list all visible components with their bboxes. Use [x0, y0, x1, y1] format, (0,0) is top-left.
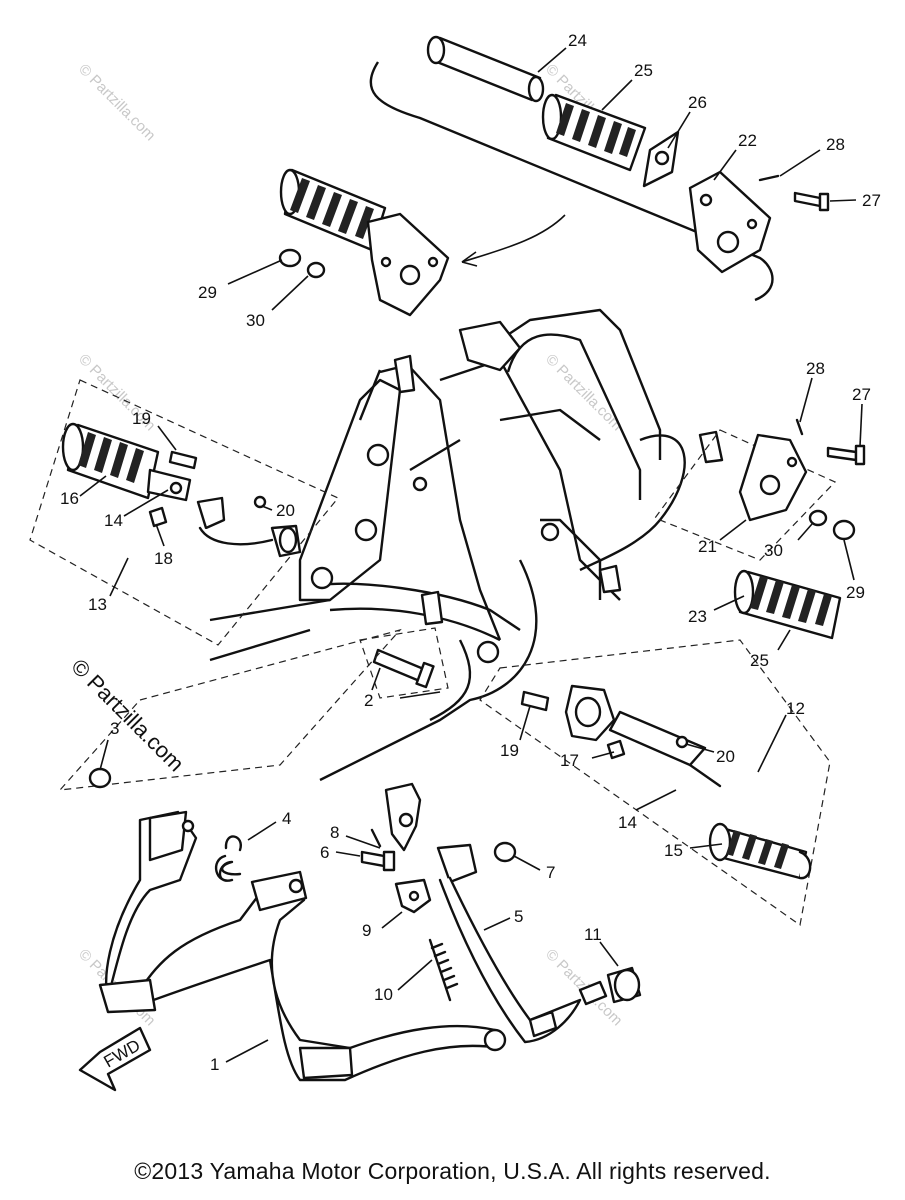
- side-stand-5: [436, 843, 608, 1044]
- callout-1: 1: [210, 1055, 219, 1074]
- bracket-21: [738, 433, 808, 522]
- pin-19-left: [168, 450, 198, 470]
- plate-9: [394, 878, 432, 914]
- footrest-arm-left: [196, 496, 302, 558]
- spring-4: [214, 835, 242, 882]
- bolt-2: [372, 648, 435, 689]
- callout-25: 25: [750, 651, 769, 670]
- footrest-14-right: [608, 710, 722, 788]
- copyright-notice: ©2013 Yamaha Motor Corporation, U.S.A. A…: [134, 1158, 771, 1184]
- front-footrest-right-group: [359, 627, 831, 927]
- callout-19: 19: [132, 409, 151, 428]
- callout-28: 28: [806, 359, 825, 378]
- washer-30-right: [808, 509, 828, 527]
- footrest-mount-right: [564, 684, 616, 742]
- nut-3: [88, 767, 112, 789]
- callout-5: 5: [514, 907, 523, 926]
- callout-30: 30: [764, 541, 783, 560]
- footrest-14-left: [146, 468, 192, 502]
- callout-29: 29: [198, 283, 217, 302]
- cotter-pin-28-right: [795, 418, 804, 436]
- callout-16: 16: [60, 489, 79, 508]
- cotter-20-left: [253, 495, 267, 509]
- rubber-11: [606, 966, 642, 1004]
- callout-17: 17: [560, 751, 579, 770]
- callout-6: 6: [320, 843, 329, 862]
- footrest-shaft-24: [426, 35, 545, 103]
- nut-29-right: [832, 519, 856, 541]
- callout-28: 28: [826, 135, 845, 154]
- callout-27: 27: [852, 385, 871, 404]
- fwd-arrow-icon: FWD: [78, 1026, 152, 1092]
- callout-19: 19: [500, 741, 519, 760]
- main-stand: [58, 628, 507, 1082]
- assembly-arrow: [461, 214, 566, 263]
- callout-10: 10: [374, 985, 393, 1004]
- callout-18: 18: [154, 549, 173, 568]
- footrest-rubber-25-right: [733, 569, 842, 640]
- footrest-rubber-16: [61, 422, 160, 500]
- callout-14: 14: [618, 813, 637, 832]
- nut-7: [493, 841, 517, 863]
- callout-7: 7: [546, 863, 555, 882]
- callout-27: 27: [862, 191, 881, 210]
- callout-9: 9: [362, 921, 371, 940]
- callout-26: 26: [688, 93, 707, 112]
- callout-25: 25: [634, 61, 653, 80]
- cotter-20-right: [675, 735, 689, 749]
- rear-footrest-left: [279, 168, 450, 317]
- callout-24: 24: [568, 31, 587, 50]
- footrest-rubber-25-rear: [541, 93, 647, 172]
- rear-footrest-right: [654, 418, 866, 640]
- callout-29: 29: [846, 583, 865, 602]
- callout-20: 20: [276, 501, 295, 520]
- cotter-pin-28: [758, 174, 780, 182]
- bolt-6: [360, 850, 396, 872]
- callout-14: 14: [104, 511, 123, 530]
- main-stand-body: [105, 810, 502, 1082]
- nut-29: [278, 248, 302, 268]
- assembly-arrow: [399, 691, 441, 699]
- leader-lines: [79, 47, 863, 1063]
- frame: [209, 308, 724, 782]
- watermark-primary: © Partzilla.com: [66, 654, 189, 777]
- assembly-arrow-head: [461, 251, 478, 267]
- callout-22: 22: [738, 131, 757, 150]
- cotter-17: [606, 739, 626, 760]
- spring-10: [428, 938, 459, 1002]
- watermark: © Partzilla.com: [75, 61, 158, 144]
- bolt-27-right: [826, 444, 866, 466]
- callout-11: 11: [584, 925, 602, 944]
- washer-30: [306, 261, 326, 279]
- footrest-rubber-15: [708, 822, 812, 880]
- pin-8: [370, 828, 382, 848]
- side-stand: [360, 782, 642, 1044]
- cotter-18: [148, 506, 168, 528]
- bolt-27: [793, 191, 830, 212]
- callout-2: 2: [364, 691, 373, 710]
- callout-8: 8: [330, 823, 339, 842]
- watermark: © Partzilla.com: [542, 351, 625, 434]
- callout-4: 4: [282, 809, 291, 828]
- callout-21: 21: [698, 537, 717, 556]
- callouts: 24 25 26 22 28 27 29 30 19 16 14 20 18 1…: [60, 31, 881, 1074]
- pin-19-right: [520, 690, 550, 712]
- body-outline: [369, 61, 774, 302]
- front-footrest-left-group: [29, 379, 339, 646]
- callout-3: 3: [110, 719, 119, 738]
- callout-15: 15: [664, 841, 683, 860]
- callout-13: 13: [88, 595, 107, 614]
- callout-30: 30: [246, 311, 265, 330]
- callout-23: 23: [688, 607, 707, 626]
- callout-12: 12: [786, 699, 805, 718]
- callout-20: 20: [716, 747, 735, 766]
